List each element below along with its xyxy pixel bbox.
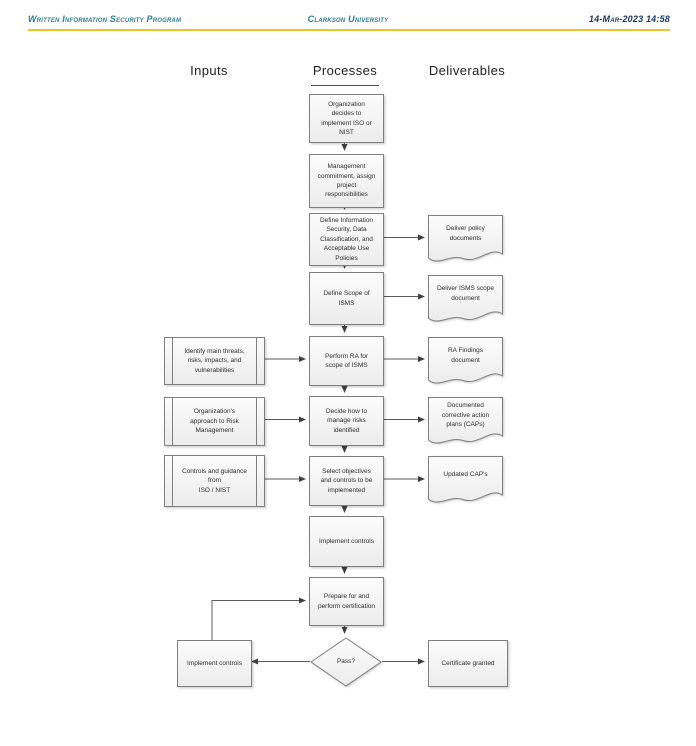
column-header-processes: Processes — [303, 63, 387, 86]
deliverable-label: Documented corrective action plans (CAPs… — [441, 402, 490, 429]
document-shape — [428, 397, 503, 444]
decision-label: Pass? — [336, 658, 356, 666]
process-label: Decide how to manage risks identified — [325, 407, 368, 434]
deliverable-label: Updated CAP's — [443, 470, 488, 478]
deliverable-label: RA Findings document — [447, 347, 484, 364]
flow-input-controls-guidance: Controls and guidance from ISO / NIST — [164, 455, 265, 507]
process-label: Organization decides to implement ISO or… — [321, 100, 372, 136]
flow-input-risk-approach: Organization's approach to Risk Manageme… — [164, 397, 265, 446]
column-header-inputs: Inputs — [190, 63, 228, 78]
header-datetime: 14-Mar-2023 14:58 — [588, 14, 670, 24]
flow-process-manage-risks: Decide how to manage risks identified — [309, 396, 384, 446]
deliverable-label: Deliver policy documents — [446, 225, 485, 242]
flow-deliverable-certificate-granted: Certificate granted — [428, 640, 508, 687]
input-label: Organization's approach to Risk Manageme… — [190, 408, 239, 435]
input-label: Controls and guidance from ISO / NIST — [181, 467, 248, 494]
document-shape — [428, 337, 503, 384]
process-label: Define Information Security, Data Classi… — [319, 216, 374, 262]
flow-process-define-scope: Define Scope of ISMS — [309, 272, 384, 325]
header-document-title: Written Information Security Program — [28, 14, 182, 24]
column-header-processes-label: Processes — [310, 63, 380, 86]
flow-process-management-commitment: Management commitment, assign project re… — [309, 154, 384, 208]
flow-process-define-policies: Define Information Security, Data Classi… — [309, 213, 384, 266]
flow-deliverable-caps: Documented corrective action plans (CAPs… — [428, 397, 503, 445]
flow-process-perform-ra: Perform RA for scope of ISMS — [309, 336, 384, 386]
flow-deliverable-updated-caps: Updated CAP's — [428, 456, 503, 504]
flow-loop-implement-controls: Implement controls — [177, 640, 252, 687]
decision-diamond-shape — [310, 637, 382, 687]
flow-process-implement-controls: Implement controls — [309, 516, 384, 567]
deliverable-label: Deliver ISMS scope document — [436, 285, 495, 302]
flow-deliverable-isms-scope: Deliver ISMS scope document — [428, 275, 503, 323]
process-label: Implement controls — [319, 537, 374, 545]
document-shape — [428, 275, 503, 322]
header-rule — [28, 29, 670, 31]
flow-process-certification: Prepare for and perform certification — [309, 577, 384, 626]
column-header-deliverables: Deliverables — [428, 63, 506, 78]
loop-label: Implement controls — [187, 659, 242, 667]
flow-process-select-controls: Select objectives and controls to be imp… — [309, 456, 384, 506]
process-label: Perform RA for scope of ISMS — [325, 352, 368, 369]
flow-deliverable-ra-findings: RA Findings document — [428, 337, 503, 385]
flow-process-decide-framework: Organization decides to implement ISO or… — [309, 94, 384, 143]
document-shape — [428, 215, 503, 262]
flow-deliverable-policy-documents: Deliver policy documents — [428, 215, 503, 263]
document-shape — [428, 456, 503, 503]
flow-decision-pass: Pass? — [310, 637, 382, 687]
process-label: Prepare for and perform certification — [317, 593, 376, 610]
process-label: Select objectives and controls to be imp… — [320, 467, 373, 494]
input-label: Identify main threats, risks, impacts, a… — [184, 347, 245, 374]
header-organization: Clarkson University — [307, 14, 389, 24]
flow-input-threats: Identify main threats, risks, impacts, a… — [164, 337, 265, 385]
deliverable-label: Certificate granted — [441, 659, 495, 667]
process-label: Define Scope of ISMS — [323, 290, 370, 307]
process-label: Management commitment, assign project re… — [317, 163, 376, 199]
